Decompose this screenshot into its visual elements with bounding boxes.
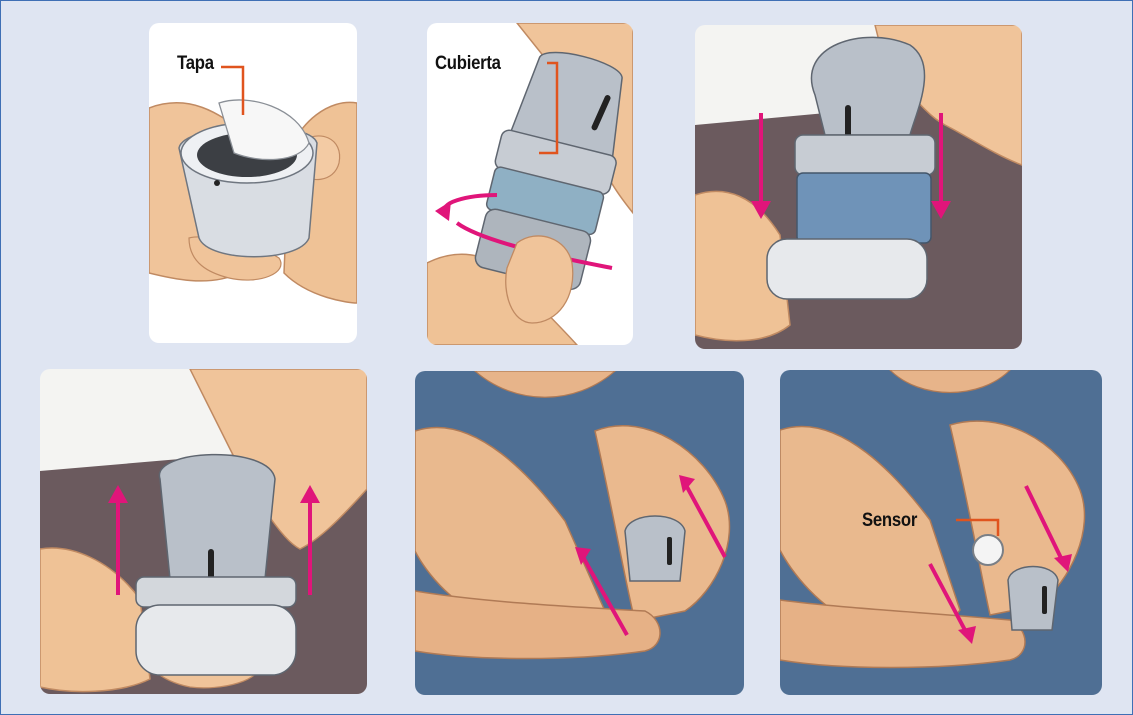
- label-cubierta: Cubierta: [435, 53, 501, 75]
- label-tapa: Tapa: [177, 53, 214, 75]
- hand-icon: [506, 236, 573, 323]
- panel-step-4: [40, 369, 367, 694]
- arrow-icon: [435, 201, 451, 221]
- panel-step-3: [695, 25, 1022, 349]
- panel-step-5: [415, 371, 744, 695]
- panel-step-6: Sensor: [780, 370, 1102, 695]
- panel-step-2: Cubierta: [427, 23, 633, 345]
- label-sensor: Sensor: [862, 510, 917, 532]
- applicator-icon: [625, 516, 685, 581]
- panel-step-1: Tapa: [149, 23, 357, 343]
- applicator-icon: [1008, 567, 1058, 631]
- sensor-icon: [973, 535, 1003, 565]
